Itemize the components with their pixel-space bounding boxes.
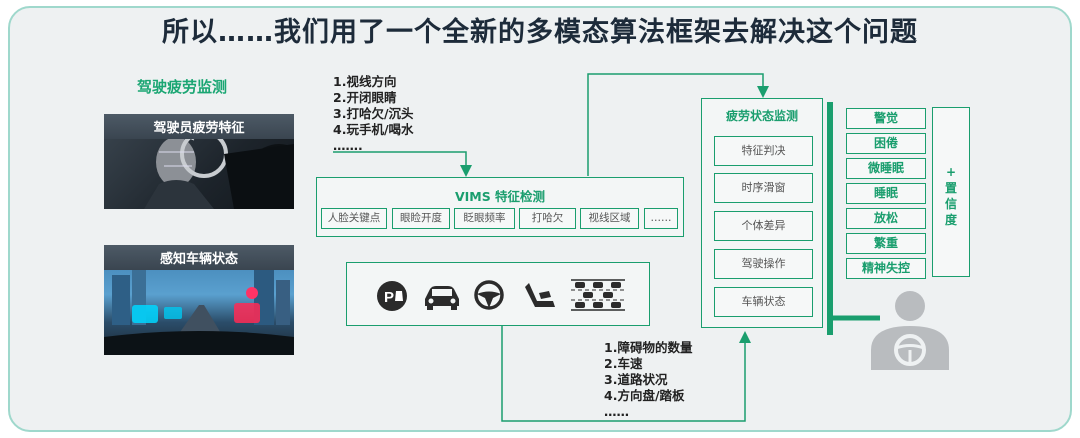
list-item: 3.打哈欠/沉头: [333, 106, 414, 121]
confidence-char: 度: [944, 213, 957, 227]
driver-photo-label: 驾驶员疲劳特征: [104, 114, 294, 139]
fatigue-item: 特征判决: [714, 136, 813, 166]
parking-assist-icon: P: [377, 281, 407, 311]
vims-feature: 视线区域: [580, 208, 639, 229]
list-item: 3.道路状况: [604, 372, 668, 387]
vims-feature-box: VIMS 特征检测 人脸关键点 眼睑开度 眨眼频率 打哈欠 视线区域 ……: [316, 177, 684, 237]
state-item: 困倦: [846, 133, 926, 154]
confidence-plus: +: [945, 165, 957, 179]
vims-feature: 人脸关键点: [321, 208, 387, 229]
state-item: 放松: [846, 208, 926, 229]
fatigue-item: 车辆状态: [714, 287, 813, 317]
list-item: 4.玩手机/喝水: [333, 122, 414, 137]
fatigue-item: 驾驶操作: [714, 249, 813, 279]
section-title: 驾驶疲劳监测: [137, 78, 228, 96]
vims-feature: 打哈欠: [519, 208, 576, 229]
vehicle-photo: 感知车辆状态: [104, 245, 294, 355]
list-item: …….: [333, 138, 363, 153]
svg-text:P: P: [384, 289, 394, 306]
fatigue-item: 时序滑窗: [714, 173, 813, 203]
fatigue-monitor-box: 疲劳状态监测 特征判决 时序滑窗 个体差异 驾驶操作 车辆状态: [701, 98, 823, 328]
vims-feature: 眼睑开度: [392, 208, 450, 229]
fatigue-item: 个体差异: [714, 211, 813, 241]
list-item: 2.车速: [604, 356, 643, 371]
list-item: 1.障碍物的数量: [604, 340, 693, 355]
confidence-char: 置: [944, 181, 957, 195]
driver-features-list: 1.视线方向 2.开闭眼睛 3.打哈欠/沉头 4.玩手机/喝水 …….: [333, 74, 414, 154]
state-item: 繁重: [846, 233, 926, 254]
state-item: 精神失控: [846, 258, 926, 279]
list-item: 1.视线方向: [333, 74, 397, 89]
list-item: 4.方向盘/踏板: [604, 388, 685, 403]
state-item: 警觉: [846, 108, 926, 129]
vehicle-icons-box: P: [346, 262, 650, 326]
vims-feature: 眨眼频率: [454, 208, 515, 229]
state-item: 睡眠: [846, 183, 926, 204]
state-item: 微睡眠: [846, 158, 926, 179]
seat-icon: [525, 283, 555, 307]
vims-title: VIMS 特征检测: [454, 189, 546, 204]
list-item: ……: [604, 404, 629, 419]
driver-person-icon: [871, 291, 949, 370]
confidence-box: + 置 信 度: [932, 107, 970, 277]
car-icon: [425, 286, 459, 310]
vehicle-features-list: 1.障碍物的数量 2.车速 3.道路状况 4.方向盘/踏板 ……: [604, 340, 692, 420]
driver-photo: 驾驶员疲劳特征: [104, 114, 294, 209]
vims-feature: ……: [644, 208, 678, 229]
fatigue-monitor-title: 疲劳状态监测: [725, 109, 798, 123]
list-item: 2.开闭眼睛: [333, 90, 397, 105]
steering-wheel-icon: [474, 280, 504, 310]
page-title: 所以……我们用了一个全新的多模态算法框架去解决这个问题: [162, 17, 918, 48]
vehicle-photo-label: 感知车辆状态: [104, 245, 294, 270]
traffic-lanes-icon: [571, 279, 625, 311]
confidence-char: 信: [944, 197, 957, 211]
